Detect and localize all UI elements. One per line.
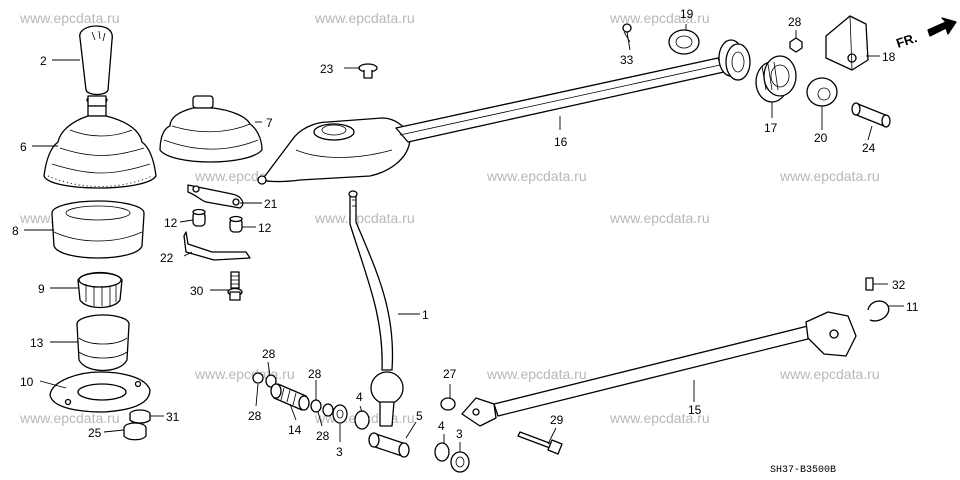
callout-17: 17 (764, 121, 778, 135)
upper-boot (159, 95, 263, 163)
callout-32: 32 (892, 278, 906, 292)
collar-12b (229, 215, 243, 233)
shift-rod-15 (461, 311, 857, 427)
callout-31: 31 (166, 410, 180, 424)
callout-29: 29 (550, 413, 564, 427)
bracket-18 (825, 15, 869, 71)
callout-3b: 3 (456, 427, 463, 441)
callout-labels: 2 6 8 9 13 10 31 25 7 21 12 12 22 30 23 … (12, 7, 919, 476)
callout-28a: 28 (262, 347, 276, 361)
diagram-code: SH37-B3500B (770, 465, 836, 476)
leader-lines (24, 24, 904, 452)
bolt-27 (789, 37, 803, 53)
callout-23: 23 (320, 62, 334, 76)
watermark: www.epcdata.ru (314, 10, 415, 26)
callout-7: 7 (266, 116, 273, 130)
washer-28b (265, 374, 277, 388)
bracket-21 (187, 184, 244, 209)
callout-26: 27 (443, 367, 457, 381)
change-lever-1 (348, 190, 404, 427)
boot-retainer (51, 200, 145, 259)
bushing (77, 271, 123, 309)
callout-9: 9 (38, 282, 45, 296)
bushing-5 (368, 432, 410, 458)
watermark: www.epcdata.ru (609, 410, 710, 426)
washer-28a (252, 372, 264, 384)
washer-28d (322, 403, 334, 417)
callout-16: 16 (554, 135, 568, 149)
damper (76, 314, 130, 372)
watermark: www.epcdata.ru (486, 366, 587, 382)
callout-11: 11 (906, 300, 919, 314)
callout-3a: 3 (336, 445, 343, 459)
watermark: www.epcdata.ru (609, 10, 710, 26)
nut-25 (123, 422, 147, 441)
front-direction-indicator (927, 17, 957, 37)
bushing-17 (755, 55, 797, 103)
callout-4a: 4 (356, 390, 363, 404)
callout-8: 8 (12, 224, 19, 238)
callout-30: 30 (190, 284, 204, 298)
callout-22: 22 (160, 251, 174, 265)
callout-5: 5 (416, 409, 423, 423)
callout-4b: 4 (438, 419, 445, 433)
callout-2: 2 (40, 54, 47, 68)
watermark: www.epcdata.ru (314, 210, 415, 226)
callout-12a: 12 (164, 216, 178, 230)
pin-32 (865, 277, 874, 291)
callout-10: 10 (20, 375, 34, 389)
watermark: www.epcdata.ru (19, 10, 120, 26)
callout-1: 1 (422, 308, 429, 322)
callout-28b: 28 (248, 409, 262, 423)
watermark: www.epcdata.ru (486, 168, 587, 184)
collar-26 (440, 397, 456, 411)
watermarks: www.epcdata.ru www.epcdata.ru www.epcdat… (19, 10, 880, 426)
washer-28c (310, 399, 322, 413)
collar-12a (192, 208, 206, 227)
shift-boot (43, 105, 157, 189)
watermark: www.epcdata.ru (19, 410, 120, 426)
callout-28d: 28 (308, 367, 322, 381)
callout-6: 6 (20, 140, 27, 154)
callout-28c: 28 (316, 429, 330, 443)
callout-19: 19 (680, 7, 694, 21)
nut-3a (332, 404, 348, 424)
washer-4b (434, 442, 450, 462)
collar-20 (806, 77, 838, 107)
callout-13: 13 (30, 336, 44, 350)
change-lever-housing (257, 117, 411, 185)
stay-plate-22 (183, 231, 251, 261)
callout-24: 24 (862, 141, 876, 155)
callout-21: 21 (264, 197, 278, 211)
nut-31 (129, 409, 151, 424)
watermark: www.epcdata.ru (779, 168, 880, 184)
bushing-14 (270, 383, 310, 411)
callout-12b: 12 (258, 221, 272, 235)
callout-15: 15 (688, 403, 702, 417)
callout-14: 14 (288, 423, 302, 437)
nut-3b (450, 451, 470, 473)
clip-11 (867, 300, 890, 322)
callout-25: 25 (88, 426, 102, 440)
bolt-30 (227, 271, 243, 301)
watermark: www.epcdata.ru (609, 210, 710, 226)
callout-20: 20 (814, 131, 828, 145)
callout-18: 18 (882, 50, 896, 64)
shift-knob (79, 25, 113, 107)
collar-24 (851, 102, 891, 128)
callout-33: 33 (620, 53, 634, 67)
base-plate (49, 371, 151, 413)
rod-end-bushing (718, 39, 751, 81)
cap-19 (668, 29, 700, 55)
watermark: www.epcdata.ru (194, 366, 295, 382)
bolt-29 (517, 431, 563, 455)
bolt-23 (358, 63, 378, 79)
callout-27: 28 (788, 15, 802, 29)
front-label: FR. (894, 30, 919, 51)
watermark: www.epcdata.ru (779, 366, 880, 382)
washer-4a (354, 410, 370, 430)
